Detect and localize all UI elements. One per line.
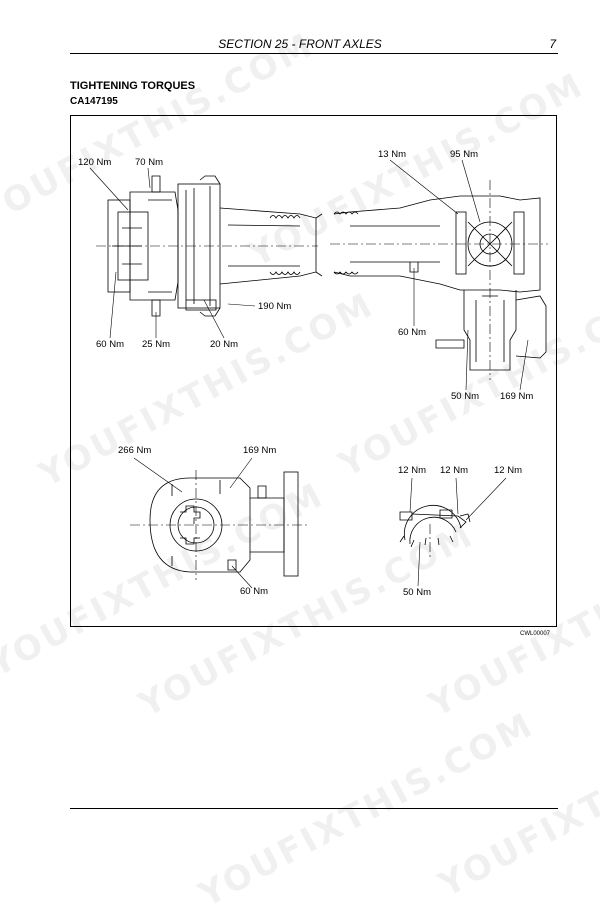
header-rule [70, 53, 558, 54]
section-title: SECTION 25 - FRONT AXLES [218, 37, 382, 51]
centerlines [96, 180, 548, 580]
torque-label: 169 Nm [243, 445, 277, 456]
torque-label: 12 Nm [494, 465, 522, 476]
torque-label: 25 Nm [142, 339, 170, 350]
differential-front-view [149, 471, 299, 577]
torque-label: 95 Nm [450, 149, 478, 160]
torque-label: 120 Nm [78, 157, 112, 168]
torque-label: 50 Nm [451, 391, 479, 402]
torque-label: 169 Nm [500, 391, 534, 402]
figure-code: CWL00007 [520, 631, 551, 637]
torque-label: 60 Nm [240, 586, 268, 597]
drawing-code: CA147195 [70, 96, 118, 107]
figure-frame [70, 115, 557, 627]
torque-label: 13 Nm [378, 149, 406, 160]
torque-label: 266 Nm [118, 445, 152, 456]
axle-drawing [89, 159, 548, 589]
torque-label: 190 Nm [258, 301, 292, 312]
leader-lines [89, 159, 529, 589]
differential-housing [333, 195, 547, 371]
torque-label: 20 Nm [210, 339, 238, 350]
torque-label: 50 Nm [403, 587, 431, 598]
page-number: 7 [549, 37, 556, 51]
hub-assembly-left [107, 175, 323, 317]
torque-label: 12 Nm [398, 465, 426, 476]
torque-label: 60 Nm [96, 339, 124, 350]
brake-detail [399, 504, 471, 548]
footer-rule [70, 808, 558, 809]
torque-label: 12 Nm [440, 465, 468, 476]
torque-label: 60 Nm [398, 327, 426, 338]
torque-label: 70 Nm [135, 157, 163, 168]
page-heading: TIGHTENING TORQUES [70, 80, 196, 92]
